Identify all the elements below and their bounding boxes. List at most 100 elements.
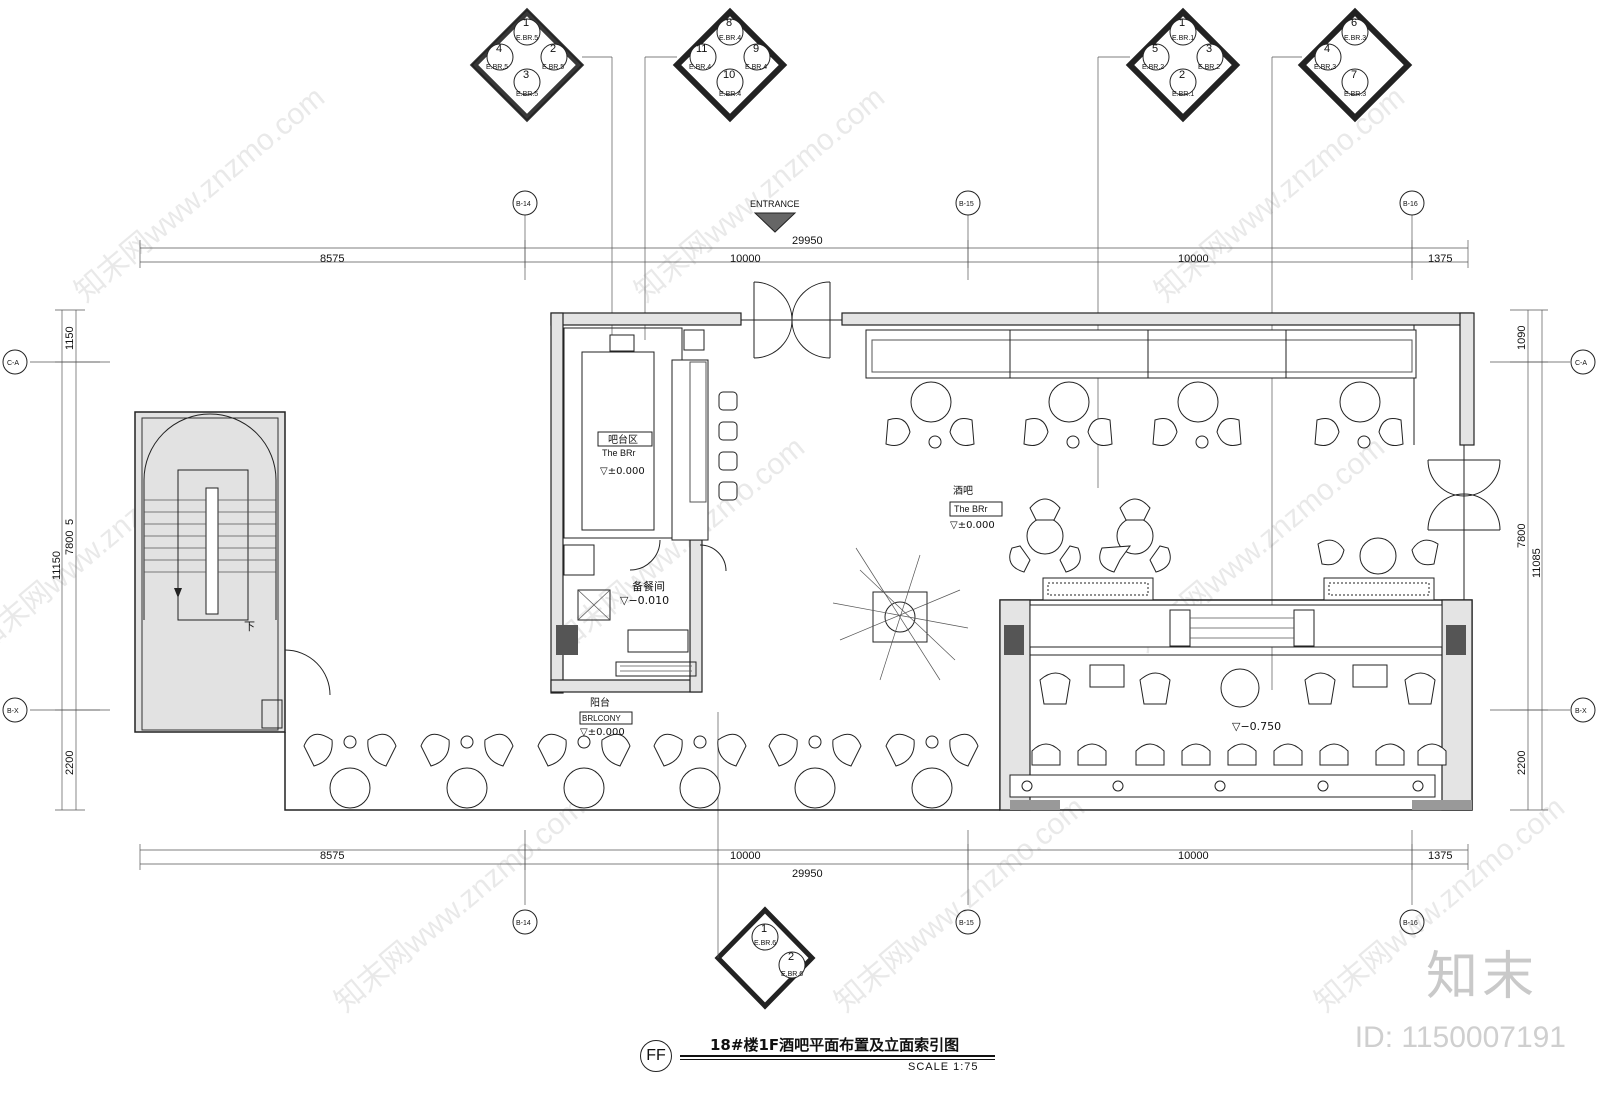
index-symbol-1[interactable]: 1 4 2 3 E.BR.5 E.BR.5 E.BR.5 E.BR.5 bbox=[469, 7, 613, 340]
main-bar-label: 酒吧 bbox=[953, 485, 973, 497]
axis-b15-top bbox=[955, 190, 981, 216]
table-set bbox=[1314, 381, 1404, 449]
index-num: 4 bbox=[496, 43, 502, 55]
armchair bbox=[1077, 743, 1107, 766]
lounge-seating: ▽−0.750 bbox=[1039, 664, 1436, 733]
dim-right-1: 1090 bbox=[1516, 326, 1528, 350]
index-ref: E.BR.3 bbox=[1344, 35, 1366, 42]
index-ref: E.BR.5 bbox=[486, 64, 508, 71]
index-symbol-4[interactable]: 6 4 7 E.BR.3 E.BR.3 E.BR.3 bbox=[1271, 7, 1413, 690]
sheet-mark: FF bbox=[640, 1040, 672, 1072]
booth-seating bbox=[865, 329, 1417, 379]
index-num: 1 bbox=[1179, 17, 1185, 29]
index-ref: E.BR.6 bbox=[781, 971, 803, 978]
index-ref: E.BR.4 bbox=[745, 64, 767, 71]
dim-top-total: 29950 bbox=[792, 235, 823, 247]
axis-b14-bottom bbox=[512, 909, 538, 935]
index-num: 3 bbox=[1206, 43, 1212, 55]
index-ref: E.BR.2 bbox=[1198, 64, 1220, 71]
dim-bottom-4: 1375 bbox=[1428, 850, 1452, 862]
dim-left-2: 7800 bbox=[64, 531, 76, 555]
main-bar-level: ▽±0.000 bbox=[950, 520, 995, 531]
axis-ca-right bbox=[1570, 349, 1596, 375]
armchair bbox=[1227, 743, 1257, 766]
entrance-label: ENTRANCE bbox=[750, 199, 800, 209]
dim-bottom-3: 10000 bbox=[1178, 850, 1209, 862]
axis-b15-bottom bbox=[955, 909, 981, 935]
index-symbol-3[interactable]: 1 5 3 2 E.BR.1 E.BR.2 E.BR.2 E.BR.1 bbox=[1097, 7, 1241, 488]
pantry-level: ▽−0.010 bbox=[620, 594, 669, 607]
bottom-dimensions: 8575 10000 10000 1375 29950 bbox=[139, 844, 1469, 880]
axis-b14-top bbox=[512, 190, 538, 216]
title-rule bbox=[680, 1055, 995, 1057]
axis-label: B-16 bbox=[1403, 201, 1418, 208]
index-num: 1 bbox=[523, 17, 529, 29]
index-num: 6 bbox=[1351, 17, 1357, 29]
drawing-scale: SCALE 1:75 bbox=[908, 1061, 979, 1073]
axis-label: B-16 bbox=[1403, 920, 1418, 927]
axis-label: C-A bbox=[1575, 360, 1587, 367]
main-bar-en: The BRr bbox=[954, 504, 988, 514]
index-ref: E.BR.3 bbox=[1344, 91, 1366, 98]
balcony-table-set bbox=[420, 733, 514, 809]
drawing-title: 18#楼1F酒吧平面布置及立面索引图 bbox=[710, 1036, 960, 1054]
brand-logo: 知末 bbox=[1425, 947, 1538, 1007]
index-ref: E.BR.5 bbox=[542, 64, 564, 71]
index-num: 4 bbox=[1324, 43, 1330, 55]
dim-right-3: 2200 bbox=[1516, 751, 1528, 775]
entrance-doors[interactable] bbox=[741, 281, 842, 359]
index-ref: E.BR.6 bbox=[754, 940, 776, 947]
index-ref: E.BR.3 bbox=[1314, 64, 1336, 71]
pantry-label: 备餐间 bbox=[632, 579, 665, 593]
axis-bx-left bbox=[2, 697, 28, 723]
bar-area-label: 吧台区 bbox=[608, 433, 638, 446]
index-ref: E.BR.5 bbox=[516, 35, 538, 42]
index-symbol-5[interactable]: 1 2 E.BR.6 E.BR.6 bbox=[714, 712, 816, 1010]
table-set bbox=[1099, 498, 1171, 573]
right-dimensions: 1090 7800 2200 11085 bbox=[1510, 309, 1548, 811]
top-dimensions: 8575 10000 10000 1375 29950 bbox=[139, 235, 1469, 268]
table-set bbox=[1009, 498, 1081, 573]
axis-label: B-X bbox=[1575, 708, 1587, 715]
index-num: 5 bbox=[1152, 43, 1158, 55]
dim-right-total: 11085 bbox=[1531, 548, 1543, 578]
dim-left-overlap: 5 bbox=[64, 519, 76, 525]
balcony-table-set bbox=[653, 733, 747, 809]
index-ref: E.BR.4 bbox=[719, 35, 741, 42]
dim-bottom-1: 8575 bbox=[320, 850, 344, 862]
index-num: 9 bbox=[753, 43, 759, 55]
balcony-label: 阳台 bbox=[590, 696, 610, 709]
table-set bbox=[885, 381, 975, 449]
side-door[interactable] bbox=[1427, 445, 1501, 600]
index-num: 2 bbox=[550, 43, 556, 55]
axis-label: B-15 bbox=[959, 201, 974, 208]
index-num: 2 bbox=[788, 951, 794, 963]
lounge-counters bbox=[1029, 577, 1443, 656]
balcony-en: BRLCONY bbox=[582, 714, 621, 723]
index-num: 11 bbox=[696, 43, 707, 55]
index-num: 7 bbox=[1351, 69, 1357, 81]
armchair bbox=[1135, 743, 1165, 766]
index-ref: E.BR.2 bbox=[1142, 64, 1164, 71]
title-rule bbox=[680, 1059, 995, 1060]
main-bar-label-group: 酒吧 The BRr ▽±0.000 bbox=[949, 485, 1003, 531]
dim-left-total: 11150 bbox=[51, 551, 63, 580]
building-walls bbox=[284, 312, 1475, 811]
dim-top-3: 10000 bbox=[1178, 253, 1209, 265]
bar-area-level: ▽±0.000 bbox=[600, 466, 645, 477]
lounge-armchairs bbox=[1031, 743, 1447, 766]
index-num: 2 bbox=[1179, 69, 1185, 81]
balcony-table-set bbox=[768, 733, 862, 809]
balcony-table-set bbox=[303, 733, 397, 809]
armchair bbox=[1181, 743, 1211, 766]
grid-axes: B-14 B-15 B-16 B-14 B-15 B-16 C-A B-X C-… bbox=[2, 190, 1596, 935]
table-set bbox=[1023, 381, 1113, 449]
axis-bx-right bbox=[1570, 697, 1596, 723]
axis-label: B-15 bbox=[959, 920, 974, 927]
index-ref: E.BR.4 bbox=[689, 64, 711, 71]
index-symbol-2[interactable]: 8 11 9 10 E.BR.4 E.BR.4 E.BR.4 E.BR.4 bbox=[644, 7, 788, 340]
central-feature bbox=[832, 547, 969, 681]
dim-left-1: 1150 bbox=[64, 326, 76, 350]
index-ref: E.BR.4 bbox=[719, 91, 741, 98]
